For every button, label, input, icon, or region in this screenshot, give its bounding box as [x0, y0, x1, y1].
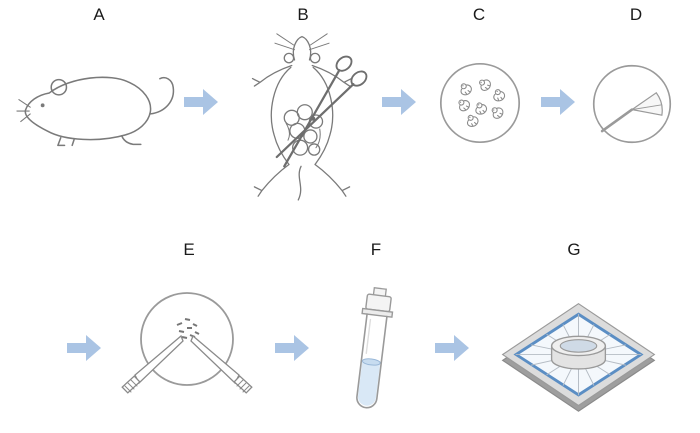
- arrow-right-icon: [183, 88, 219, 116]
- step-label-g: G: [567, 240, 581, 259]
- arrow-right-icon: [381, 88, 417, 116]
- step-label-a: A: [93, 5, 105, 24]
- step-label-e: E: [183, 240, 195, 259]
- mouse-icon: [15, 56, 177, 148]
- step-label-c: C: [472, 5, 486, 24]
- test-tube-icon: [332, 286, 412, 426]
- arrow-right-icon: [434, 334, 470, 362]
- step-label-b: B: [297, 5, 309, 24]
- step-label-f: F: [370, 240, 382, 259]
- step-label-d: D: [629, 5, 643, 24]
- arrow-right-icon: [274, 334, 310, 362]
- mouse-dissection-scissors-icon: [232, 24, 372, 206]
- membrane-culture-chamber-icon: [496, 296, 661, 416]
- petri-dish-embryos-icon: [437, 60, 523, 146]
- petri-dish-scraper-icon: [590, 62, 674, 146]
- petri-dish-forceps-tissue-icon: [121, 287, 253, 409]
- arrow-right-icon: [66, 334, 102, 362]
- arrow-right-icon: [540, 88, 576, 116]
